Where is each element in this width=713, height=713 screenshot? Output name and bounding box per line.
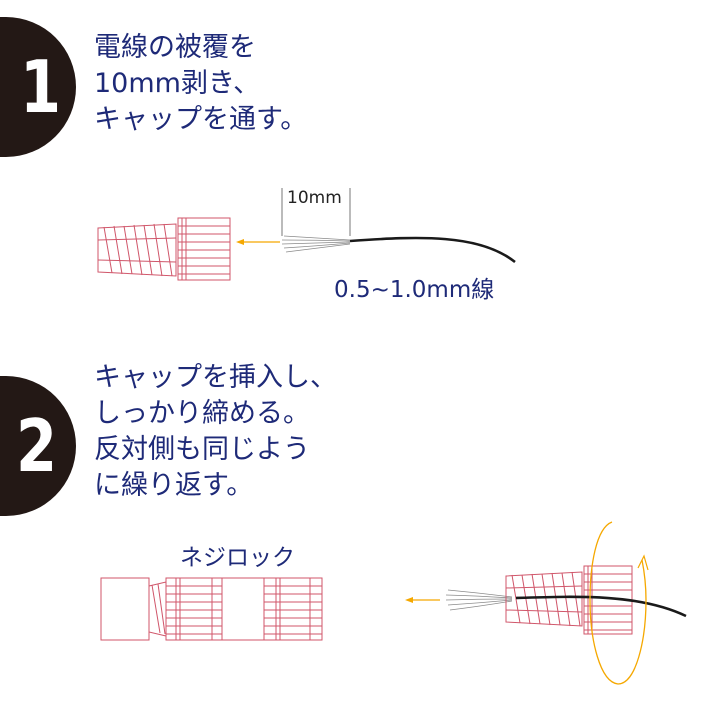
step1-wire xyxy=(349,236,516,264)
step2-wire xyxy=(515,595,687,618)
step1-cap-head-lines xyxy=(178,218,230,280)
step2-line-1: キャップを挿入し、 xyxy=(94,362,337,393)
step1-line-3: キャップを通す。 xyxy=(94,104,308,135)
screw-lock-label: ネジロック xyxy=(180,545,295,571)
step2-instructions: キャップを挿入し、 しっかり締める。 反対側も同じよう に繰り返す。 xyxy=(94,360,337,504)
screw-lock-left-lines xyxy=(166,578,222,640)
step1-line-1: 電線の被覆を xyxy=(94,32,256,63)
step1-cap xyxy=(97,217,231,281)
strip-length-dimension xyxy=(281,188,351,236)
strip-length-label: 10mm xyxy=(287,188,342,208)
step1-bare-strands xyxy=(281,235,351,253)
step1-instructions: 電線の被覆を 10mm剥き、 キャップを通す。 xyxy=(94,30,307,138)
step1-cap-threads xyxy=(97,223,177,277)
step1-line-2: 10mm剥き、 xyxy=(94,68,261,99)
step2-line-2: しっかり締める。 xyxy=(94,398,310,429)
step1-number: 1 xyxy=(20,45,62,129)
step2-direction-arrow xyxy=(405,597,440,603)
step2-line-3: 反対側も同じよう xyxy=(94,434,310,465)
wire-gauge-label: 0.5~1.0mm線 xyxy=(334,277,495,303)
step2-cap xyxy=(505,565,633,635)
step2-line-4: に繰り返す。 xyxy=(94,470,254,501)
step2-number: 2 xyxy=(16,404,58,488)
screw-lock-component xyxy=(100,577,323,641)
rotation-arrow-icon xyxy=(589,521,649,685)
screw-lock-right-lines xyxy=(264,578,322,640)
step1-direction-arrow xyxy=(236,239,280,245)
step2-bare-strands xyxy=(445,589,513,611)
